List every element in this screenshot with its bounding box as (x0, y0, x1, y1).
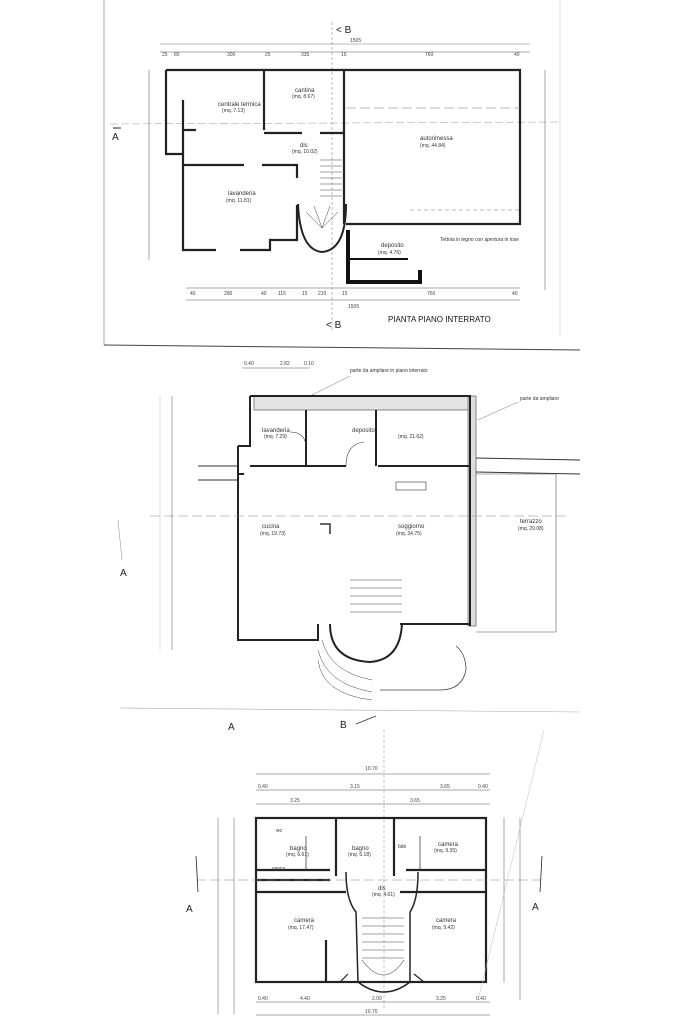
dim-bottom-1: 40 (190, 291, 196, 297)
note-tettoia: Tettoia in legno con apertura in lose (440, 237, 519, 243)
dim3-top-2: 3.15 (350, 784, 360, 790)
room-centrale-termica: centrale termica (218, 102, 261, 108)
dim3-top-1: 0.40 (258, 784, 268, 790)
room-cantina-area: (mq. 8.67) (292, 94, 315, 100)
dim3-bottom-5: 0.40 (476, 996, 486, 1002)
dim3-top-4: 0.40 (478, 784, 488, 790)
dims-top-row: 25 80 300 25 335 15 760 40 (162, 52, 520, 58)
dim-bottom-2: 290 (224, 291, 233, 297)
dim-bottom-7: 15 (342, 291, 348, 297)
room2-soggiorno-area: (mq. 34.75) (396, 531, 422, 537)
room-autorimessa: autorimessa (420, 136, 453, 142)
dim-top-3: 300 (227, 52, 236, 58)
section-a3-top-label: A (228, 722, 235, 733)
room3-camera-sw-area: (mq. 17.47) (288, 925, 314, 931)
room3-bagno2: bagno (352, 846, 369, 852)
room-deposito-area: (mq. 4.76) (378, 250, 401, 256)
room3-camera-sw: camera (294, 918, 315, 924)
dim-top-4: 25 (265, 52, 271, 58)
room3-vasca: vasca (272, 866, 285, 872)
dim-top-8: 40 (514, 52, 520, 58)
room3-disimpegno-area: (mq. 4.61) (372, 892, 395, 898)
room-lavanderia: lavanderia (228, 191, 256, 197)
room2-cucina: cucina (262, 524, 280, 530)
dim2-top-3: 0.10 (304, 361, 314, 367)
dim3-total-top: 10.70 (365, 766, 378, 772)
room2-deposito-area: (mq. 21.62) (398, 434, 424, 440)
dims-bottom-row: 40 290 40 115 15 210 15 760 40 (190, 291, 518, 297)
dim3-row-1: 3.25 (290, 798, 300, 804)
room-cantina: cantina (295, 88, 315, 94)
room3-camera-ne: camera (438, 842, 459, 848)
dim3-bottom-1: 0.40 (258, 996, 268, 1002)
room2-soggiorno: soggiorno (398, 524, 425, 530)
room3-bagno2-area: (mq. 6.18) (348, 852, 371, 858)
room2-cucina-area: (mq. 19.73) (260, 531, 286, 537)
dim3-bottom-3: 2.00 (372, 996, 382, 1002)
dim2-top-2: 2.82 (280, 361, 290, 367)
note-piano-interrato: parte da ampliare in piano interrato (350, 368, 428, 374)
room3-disimpegno: dis (378, 886, 386, 892)
dim-bottom-4: 115 (278, 291, 286, 297)
section-b3-label: B (340, 720, 347, 731)
note-ampliare: parte da ampliare (520, 396, 559, 402)
dim-bottom-6: 210 (318, 291, 327, 297)
plan-title: PIANTA PIANO INTERRATO (388, 315, 491, 324)
room-centrale-termica-area: (mq. 7.13) (222, 108, 245, 114)
room3-camera-se: camera (436, 918, 457, 924)
room2-terrazzo-area: (mq. 29.08) (518, 526, 544, 532)
dim-bottom-3: 40 (261, 291, 267, 297)
room3-bagno1: bagno (290, 846, 307, 852)
dim-total-top: 1505 (350, 38, 361, 44)
room3-camera-se-area: (mq. 9.42) (432, 925, 455, 931)
dim-top-1: 25 (162, 52, 168, 58)
section-a-label: A (112, 132, 119, 143)
room3-bagno1-area: (mq. 6.61) (286, 852, 309, 858)
dim3-bottom-2: 4.40 (300, 996, 310, 1002)
room2-deposito: deposito (352, 428, 375, 434)
dim-bottom-5: 15 (302, 291, 308, 297)
room2-lavanderia: lavanderia (262, 428, 290, 434)
dim-top-6: 15 (341, 52, 347, 58)
room-disimpegno-area: (mq. 10.02) (292, 149, 318, 155)
room-autorimessa-area: (mq. 44.84) (420, 143, 446, 149)
dim3-top-3: 3.65 (440, 784, 450, 790)
dim-top-7: 760 (425, 52, 434, 58)
room3-camera-ne-area: (mq. 9.35) (434, 848, 457, 854)
room-disimpegno: dis (300, 143, 308, 149)
section-b-top-label: < B (336, 25, 352, 36)
plan-ground-floor: 0.40 2.82 0.10 parte da ampliare in pian… (117, 361, 581, 713)
dim-total-bottom: 1505 (348, 304, 359, 310)
room3-wc: wc (276, 828, 283, 834)
room-lavanderia-area: (mq. 11.81) (226, 198, 252, 204)
room3-bdo: bdo (398, 844, 407, 850)
dim3-bottom-4: 3.25 (436, 996, 446, 1002)
dim-bottom-8: 760 (427, 291, 436, 297)
section-a3-left-label: A (186, 904, 193, 915)
dim-top-5: 335 (301, 52, 310, 58)
room-deposito: deposito (381, 243, 404, 249)
dim3-total-bottom: 10.70 (365, 1009, 378, 1015)
plan-basement: < B < B A 1505 25 80 300 25 335 15 760 4… (103, 0, 581, 351)
dim2-top-1: 0.40 (244, 361, 254, 367)
section-a3-right-label: A (532, 902, 539, 913)
dim3-row-2: 3.65 (410, 798, 420, 804)
room2-terrazzo: terrazzo (520, 519, 542, 525)
dim-top-2: 80 (174, 52, 180, 58)
plan-first-floor: A B 10.70 0.40 3.15 3.65 0.40 3.25 3.65 (186, 715, 545, 1016)
section-a2-label: A (120, 568, 127, 579)
section-b-bottom-label: < B (326, 320, 342, 331)
room2-lavanderia-area: (mq. 7.29) (264, 434, 287, 440)
dim-bottom-9: 40 (512, 291, 518, 297)
